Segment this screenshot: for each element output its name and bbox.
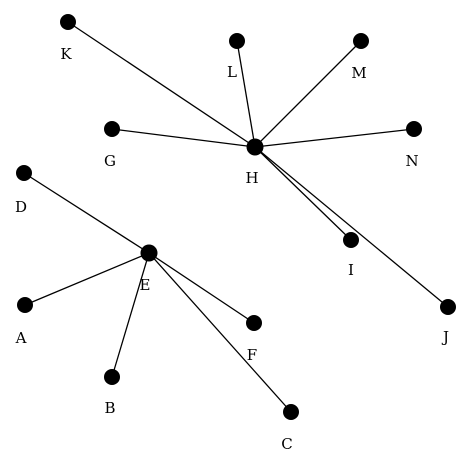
node-h bbox=[246, 138, 264, 156]
node-label-e: E bbox=[140, 276, 151, 294]
node-j bbox=[440, 299, 456, 315]
node-b bbox=[104, 369, 120, 385]
edge-layer bbox=[23, 21, 449, 413]
node-label-a: A bbox=[15, 329, 27, 347]
edge-e-b bbox=[111, 252, 150, 378]
node-n bbox=[406, 121, 422, 137]
edge-e-f bbox=[148, 252, 255, 324]
node-label-m: M bbox=[351, 64, 366, 82]
edge-e-c bbox=[148, 252, 292, 413]
edge-h-l bbox=[236, 40, 256, 148]
node-label-h: H bbox=[245, 169, 258, 187]
edge-h-n bbox=[254, 128, 415, 148]
node-c bbox=[283, 404, 299, 420]
edge-h-j bbox=[254, 146, 449, 308]
node-k bbox=[60, 14, 76, 30]
node-g bbox=[104, 121, 120, 137]
edge-h-g bbox=[111, 128, 256, 148]
node-label-j: J bbox=[441, 328, 449, 346]
edge-e-d bbox=[23, 172, 150, 254]
edge-e-a bbox=[24, 252, 150, 306]
node-label-b: B bbox=[104, 399, 115, 417]
node-label-d: D bbox=[15, 198, 27, 216]
edge-h-m bbox=[254, 40, 362, 148]
node-label-l: L bbox=[227, 63, 237, 81]
node-i bbox=[343, 232, 359, 248]
edge-h-i bbox=[254, 146, 352, 241]
node-f bbox=[246, 315, 262, 331]
node-label-n: N bbox=[405, 152, 418, 170]
node-e bbox=[140, 244, 158, 262]
node-label-g: G bbox=[104, 152, 116, 170]
node-layer bbox=[16, 14, 456, 420]
node-l bbox=[229, 33, 245, 49]
node-a bbox=[17, 297, 33, 313]
node-label-k: K bbox=[60, 45, 72, 63]
node-m bbox=[353, 33, 369, 49]
edge-h-k bbox=[67, 21, 256, 148]
label-layer: K L M G H N D I E J A F B C bbox=[15, 45, 449, 453]
node-label-f: F bbox=[247, 346, 257, 364]
node-label-i: I bbox=[348, 261, 354, 279]
node-label-c: C bbox=[281, 435, 292, 453]
node-d bbox=[16, 165, 32, 181]
